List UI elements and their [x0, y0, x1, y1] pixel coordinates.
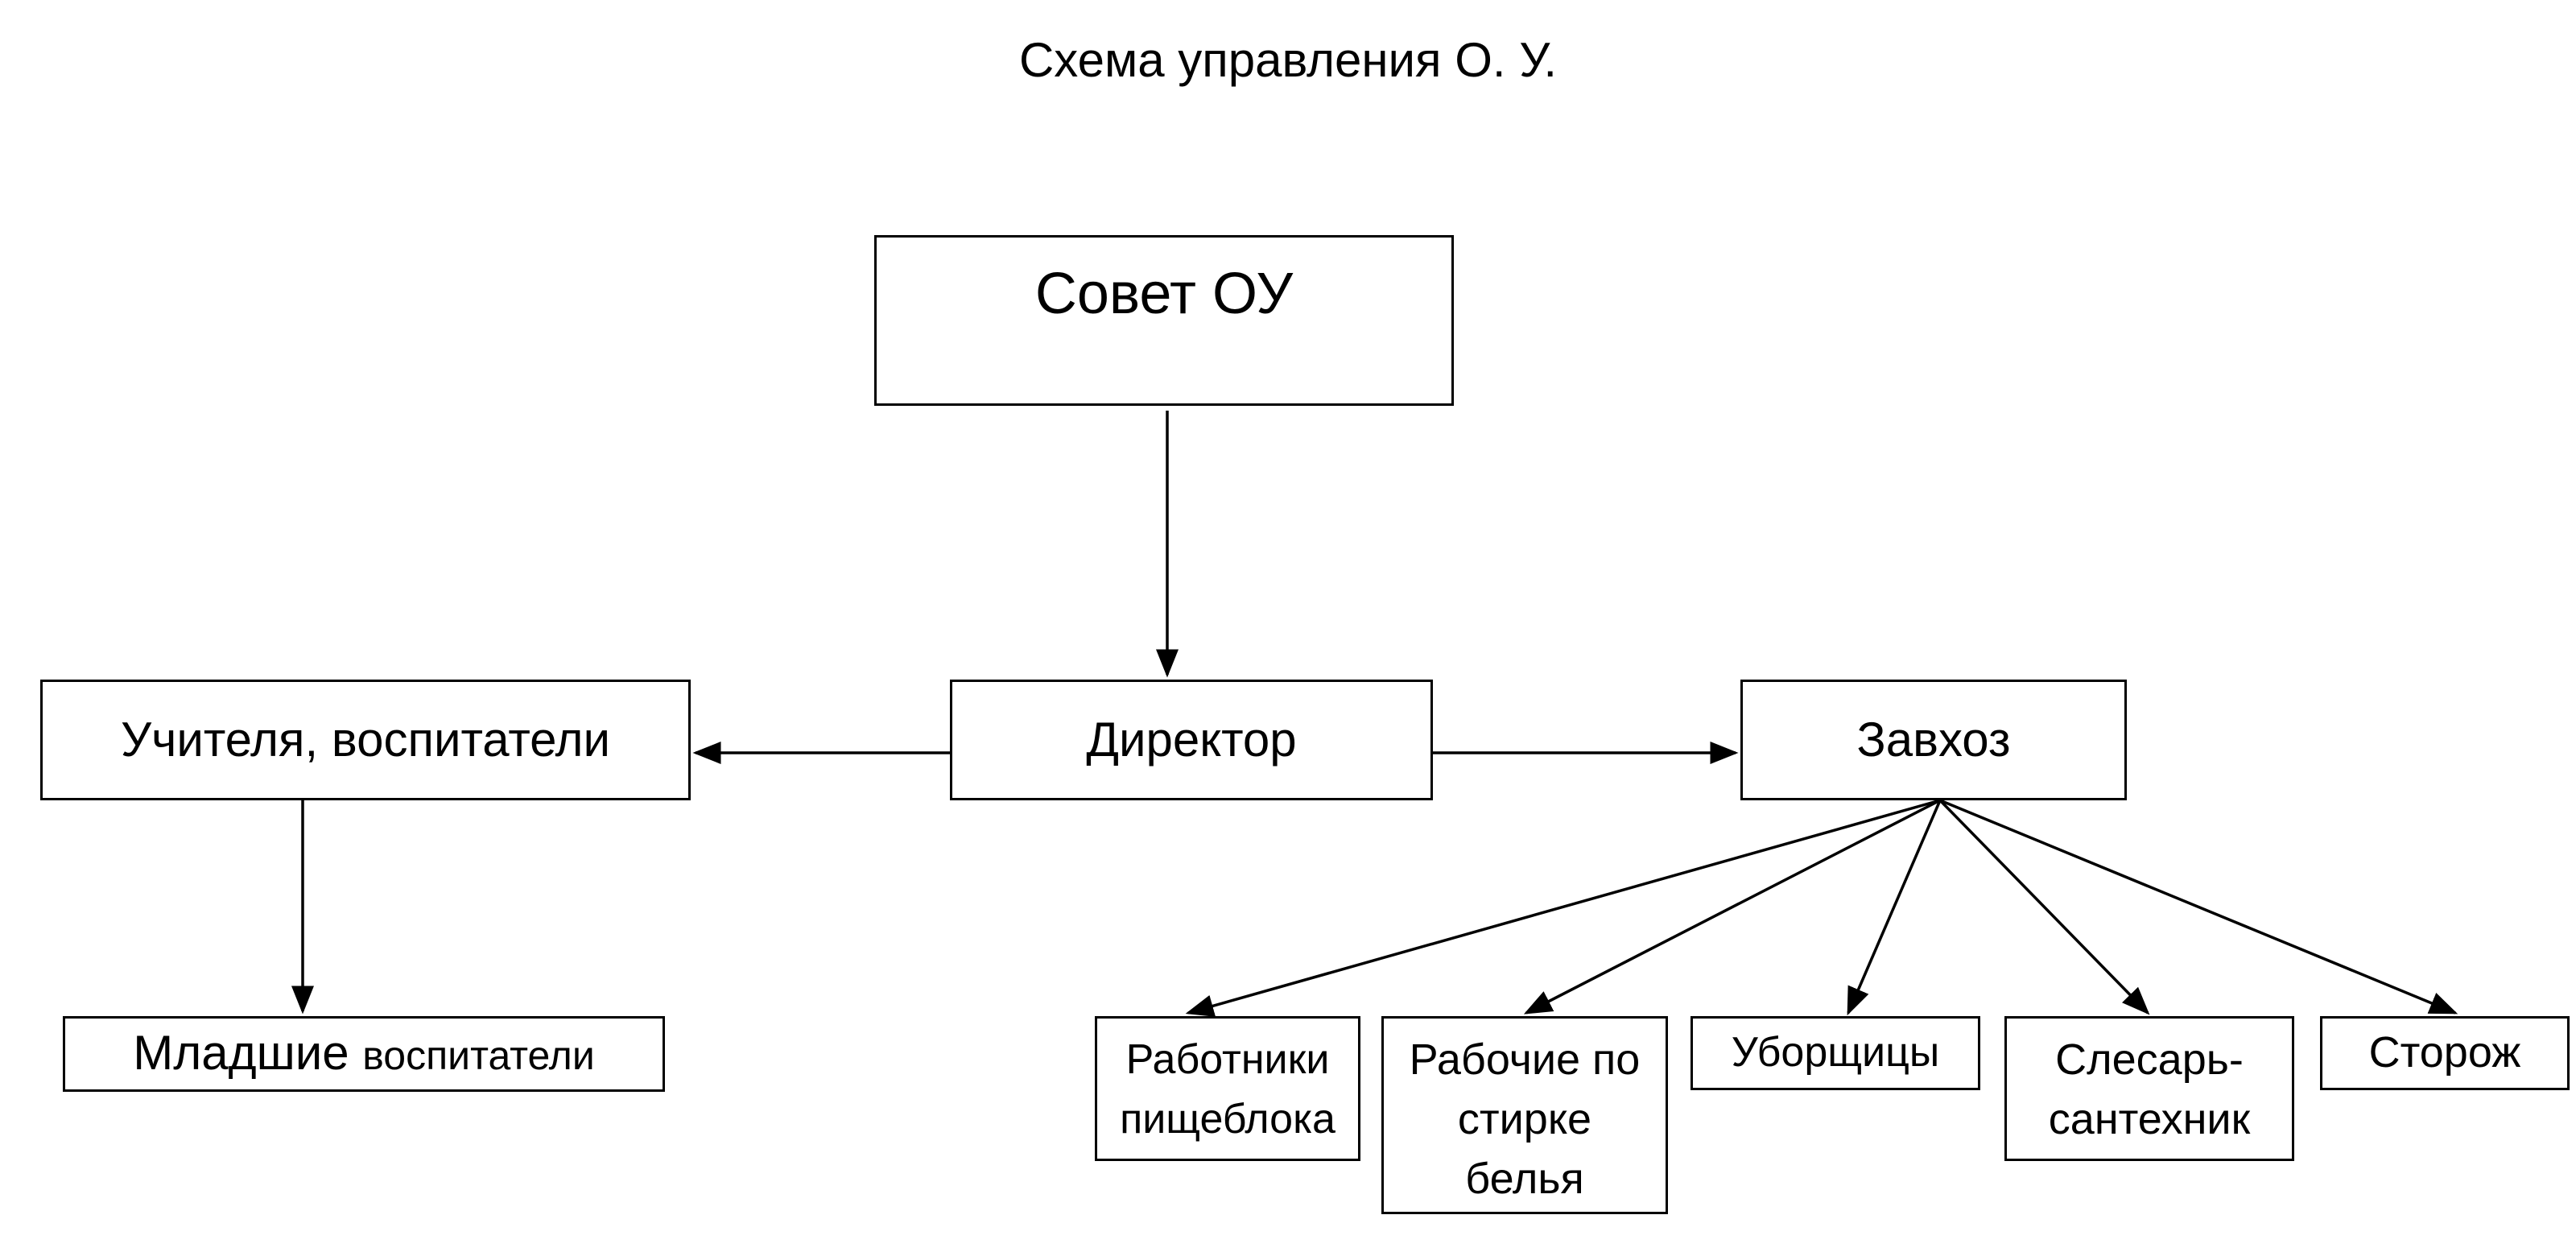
- node-plumber-line-2: сантехник: [2048, 1095, 2251, 1143]
- node-junior-educators: Младшие воспитатели: [63, 1016, 665, 1092]
- node-junior-educators-label-part2: воспитатели: [362, 1032, 595, 1078]
- arrow-manager-to-kitchen: [1185, 799, 1941, 1017]
- node-laundry-workers-line-1: Рабочие по: [1409, 1035, 1641, 1084]
- node-manager-label: Завхоз: [1856, 713, 2011, 767]
- node-junior-educators-label-part1: Младшие: [133, 1025, 349, 1080]
- node-council-label: Совет ОУ: [1034, 262, 1294, 326]
- node-laundry-workers-line-3: белья: [1465, 1155, 1584, 1203]
- node-council: Совет ОУ: [874, 235, 1454, 406]
- arrow-manager-to-cleaners: [1847, 800, 1942, 1016]
- node-junior-educators-label: Младшие воспитатели: [133, 1025, 595, 1084]
- node-teachers: Учителя, воспитатели: [40, 680, 691, 800]
- node-teachers-label: Учителя, воспитатели: [120, 713, 611, 767]
- node-laundry-workers-line-2: стирке: [1457, 1095, 1592, 1143]
- arrow-manager-to-laundry: [1523, 799, 1941, 1015]
- node-kitchen-staff-line-1: Работники: [1125, 1036, 1330, 1083]
- node-director-label: Директор: [1086, 713, 1297, 767]
- node-kitchen-staff-line-2: пищеблока: [1120, 1096, 1335, 1143]
- node-cleaners: Уборщицы: [1690, 1016, 1980, 1090]
- node-guard-label: Сторож: [2368, 1028, 2521, 1077]
- node-plumber: Слесарь- сантехник: [2004, 1016, 2294, 1161]
- node-laundry-workers: Рабочие по стирке белья: [1381, 1016, 1668, 1214]
- node-guard: Сторож: [2320, 1016, 2570, 1090]
- arrow-manager-to-plumber: [1938, 799, 2150, 1015]
- node-plumber-line-1: Слесарь-: [2055, 1035, 2244, 1084]
- arrow-manager-to-guard: [1939, 799, 2458, 1015]
- node-kitchen-staff: Работники пищеблока: [1095, 1016, 1360, 1161]
- node-cleaners-label: Уборщицы: [1731, 1029, 1940, 1076]
- diagram-title: Схема управления О. У.: [1018, 33, 1558, 87]
- node-director: Директор: [950, 680, 1433, 800]
- node-manager: Завхоз: [1740, 680, 2127, 800]
